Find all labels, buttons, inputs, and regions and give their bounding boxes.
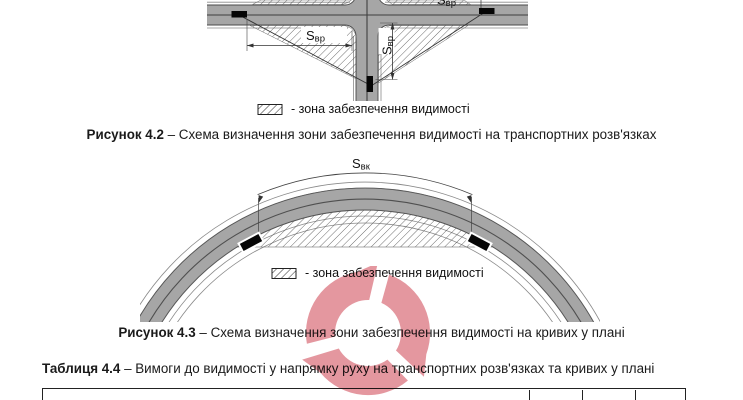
legend-label: - зона забезпечення видимості: [291, 102, 470, 116]
dimension-label: Sвр: [306, 28, 325, 45]
dimension-label: Sвр: [437, 0, 456, 9]
figure-number: Рисунок 4.2: [86, 127, 164, 142]
legend-row-fig43: - зона забезпечення видимості: [271, 266, 484, 280]
table-title: – Вимоги до видимості у напрямку руху на…: [120, 361, 655, 376]
dimension-label: Sвр: [380, 36, 397, 55]
hatch-swatch-icon: [257, 103, 283, 115]
figure-title: – Схема визначення зони забезпечення вид…: [163, 127, 657, 142]
dimension-top-partial: Sвр: [437, 0, 482, 9]
junction-fillets: [345, 0, 389, 36]
dimension-vertical: Sвр: [375, 22, 398, 80]
table-column-divider: [529, 390, 531, 400]
figure-number: Рисунок 4.3: [118, 325, 196, 340]
figure-4-3-diagram: Sвк: [140, 156, 600, 322]
figure-title: – Схема визначення зони забезпечення вид…: [195, 325, 625, 340]
sight-lines: [238, 11, 486, 87]
table-column-divider: [582, 390, 584, 400]
figure-4-3-caption: Рисунок 4.3 – Схема визначення зони забе…: [0, 325, 743, 340]
table-column-divider: [635, 390, 637, 400]
dimension-horizontal: Sвр: [246, 19, 353, 51]
legend-label: - зона забезпечення видимості: [305, 266, 484, 280]
car-icon-curve-right: [465, 231, 493, 254]
hatch-swatch-icon: [271, 267, 297, 279]
label-bg: [378, 28, 395, 54]
figure-4-2-caption: Рисунок 4.2 – Схема визначення зони забе…: [0, 127, 743, 142]
figure-4-2-diagram: Sвр Sвр Sвр: [207, 0, 528, 101]
dimension-label: Sвк: [352, 156, 371, 173]
car-icon-left: [231, 11, 247, 18]
table-number: Таблиця 4.4: [42, 361, 121, 376]
table-4-4-caption: Таблиця 4.4 – Вимоги до видимості у напр…: [42, 361, 654, 376]
car-icon-curve-left: [237, 231, 265, 254]
dimension-arc: Sвк: [257, 156, 473, 242]
car-icon-bottom: [366, 76, 373, 92]
label-bg: [301, 27, 347, 43]
car-icon-right: [479, 8, 495, 14]
table-frame: [42, 388, 686, 400]
legend-row-fig42: - зона забезпечення видимості: [257, 102, 470, 116]
